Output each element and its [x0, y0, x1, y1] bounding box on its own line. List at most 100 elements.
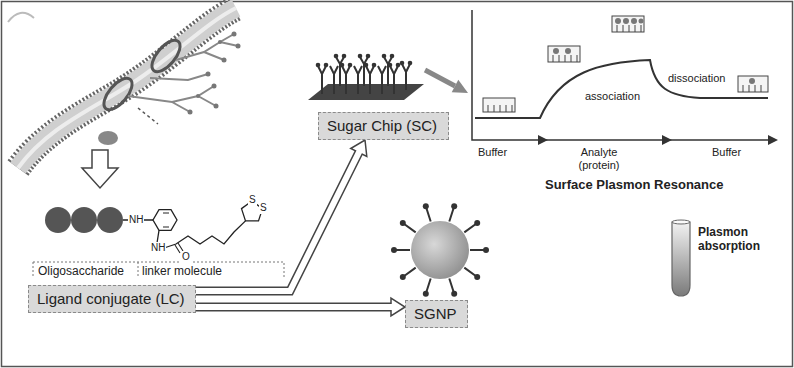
cell-membrane-part	[99, 74, 137, 115]
spr-sensorgram-part-part	[553, 48, 559, 54]
spr-sensorgram-part-part	[749, 78, 755, 84]
chip-to-graph-arrow	[425, 70, 468, 93]
sugar-chip-part-part	[382, 54, 387, 59]
ligand-structure-part	[33, 262, 284, 278]
spr-sensorgram-part	[662, 135, 672, 145]
cell-membrane-part	[98, 131, 118, 145]
atom-label: S	[259, 202, 268, 214]
sugar-chip-part	[316, 54, 413, 68]
spr-sensorgram-part-part	[483, 98, 515, 112]
sugar-chip-part-part	[400, 61, 405, 66]
gold-nanoparticle-part	[391, 203, 489, 296]
cell-membrane	[8, 8, 241, 168]
cell-membrane-part	[147, 36, 185, 77]
gold-nanoparticle-part-part	[483, 247, 489, 253]
text-label: Oligosaccharide	[38, 265, 124, 279]
atom-label: NH	[128, 214, 144, 226]
gold-nanoparticle-part-part	[400, 220, 406, 226]
sugar-chip-part-part	[342, 54, 347, 59]
spr-sensorgram-part	[472, 10, 770, 140]
cell-membrane-part-part	[196, 94, 200, 98]
sugar-chip-part-part	[316, 63, 321, 68]
cell-membrane-part-part	[212, 84, 217, 89]
spr-sensorgram-part-part	[553, 55, 577, 62]
gold-nanoparticle	[391, 203, 489, 296]
block-arrow	[196, 298, 405, 316]
spr-sensorgram	[472, 10, 778, 145]
cell-membrane-part-part	[222, 58, 227, 63]
sugar-chip-part-part	[366, 54, 371, 59]
spr-sensorgram-part-part	[612, 16, 644, 32]
gold-nanoparticle-part-part	[400, 274, 406, 280]
sugar-chip-part-part	[364, 63, 369, 68]
cell-membrane-part-part	[214, 104, 219, 109]
cell-membrane-part	[18, 8, 236, 168]
ligand-structure-part	[157, 221, 246, 248]
gold-nanoparticle-part	[394, 206, 486, 293]
cell-membrane-part-part	[236, 44, 241, 49]
spr-sensorgram-part-part	[738, 76, 768, 92]
sugar-chip-part	[318, 57, 410, 94]
box-label: SGNP	[414, 305, 459, 323]
chip-to-graph-arrow-part	[452, 80, 468, 93]
sugar-chip-part-part	[408, 61, 413, 66]
spr-sensorgram-part-part	[631, 18, 637, 24]
sugar-chip-part-part	[388, 63, 393, 68]
spr-sensorgram-part-part	[565, 48, 571, 54]
ligand-structure-part	[45, 207, 71, 233]
sgnp-box: SGNP	[405, 300, 468, 328]
text-label: dissociation	[668, 72, 725, 85]
gold-nanoparticle-part-part	[451, 203, 457, 209]
gold-nanoparticle-part-part	[451, 291, 457, 297]
sugar-chip-part-part	[358, 54, 363, 59]
spr-sensorgram-part	[483, 98, 515, 112]
spr-sensorgram-part	[548, 46, 580, 62]
text-label: Buffer	[712, 146, 741, 159]
ligand-structure-part	[153, 210, 177, 231]
gold-nanoparticle-part-part	[423, 291, 429, 297]
ligand-structure	[33, 201, 284, 278]
cell-membrane-part-part	[218, 40, 222, 44]
spr-sensorgram-part-part	[488, 105, 512, 112]
spr-sensorgram-part	[538, 135, 548, 145]
cell-membrane-part	[18, 8, 236, 168]
plasmon-vial-part	[672, 222, 690, 296]
cell-membrane-part	[138, 108, 158, 124]
sugar-chip-part-part	[340, 63, 345, 68]
gold-nanoparticle-part-part	[423, 203, 429, 209]
text-label: Buffer	[478, 146, 507, 159]
ligand-structure-part	[97, 207, 123, 233]
block-arrow-part	[196, 304, 394, 310]
box-label: Ligand conjugate (LC)	[37, 290, 187, 308]
cell-membrane-part-part	[232, 32, 237, 37]
spr-sensorgram-part	[738, 76, 768, 92]
sugar-chip-part-part	[390, 54, 395, 59]
ligand-structure-part	[71, 207, 97, 233]
cell-membrane-part	[18, 8, 236, 168]
spr-sensorgram-part	[612, 16, 644, 32]
cell-membrane-part	[128, 34, 238, 112]
gold-nanoparticle-part-part	[391, 247, 397, 253]
cell-membrane-part-part	[188, 110, 193, 115]
cell-membrane-part-part	[206, 72, 211, 77]
text-label: linker molecule	[142, 265, 222, 279]
spr-sensorgram-part-part	[639, 19, 644, 24]
plasmon-vial	[672, 220, 690, 296]
spr-sensorgram-part-part	[617, 25, 641, 32]
box-label: Sugar Chip (SC)	[327, 117, 440, 135]
sugar-chip-part-part	[334, 54, 339, 59]
text-label: Plasmon absorption	[698, 226, 780, 254]
sugar-chip	[308, 54, 424, 100]
chip-to-graph-arrow-part	[425, 70, 455, 86]
sugar-chip-part-part	[324, 63, 329, 68]
sugar-chip-part-part	[372, 63, 377, 68]
ligand-structure-part	[163, 213, 169, 227]
atom-label: O	[181, 251, 191, 263]
atom-label: NH	[150, 242, 166, 254]
sugar-chip-box: Sugar Chip (SC)	[318, 112, 449, 140]
plasmon-vial-part	[672, 220, 690, 224]
sugar-chip-part-part	[396, 63, 401, 68]
gold-nanoparticle-part-part	[474, 220, 480, 226]
